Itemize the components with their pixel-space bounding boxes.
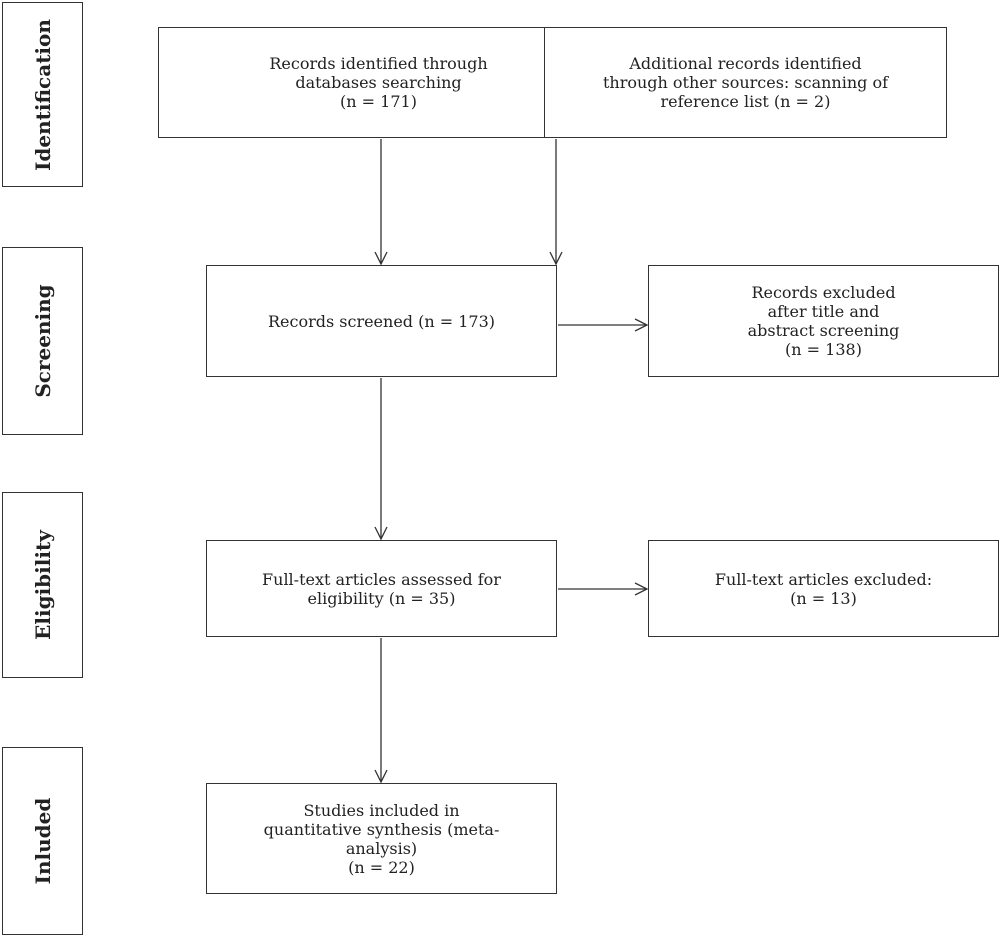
fulltext-excluded-text: Full-text articles excluded: (n = 13) xyxy=(714,569,933,608)
additional-records-text: Additional records identified through ot… xyxy=(602,54,889,111)
records-screened-text: Records screened (n = 173) xyxy=(267,311,496,331)
fulltext-assessed-text: Full-text articles assessed for eligibil… xyxy=(262,569,501,608)
records-screened-box: Records screened (n = 173) xyxy=(206,265,557,377)
arrow-fulltext-to-excluded xyxy=(558,582,649,596)
stage-included: Inluded xyxy=(2,747,83,935)
records-excluded-text: Records excluded after title and abstrac… xyxy=(747,283,900,359)
additional-records-box: Additional records identified through ot… xyxy=(544,27,947,138)
arrow-fulltext-to-included xyxy=(374,638,388,784)
stage-included-label: Inluded xyxy=(30,797,55,885)
arrow-additional-to-screened xyxy=(549,139,563,266)
arrow-screened-to-fulltext xyxy=(374,378,388,541)
studies-included-text: Studies included in quantitative synthes… xyxy=(263,800,500,877)
arrow-identified-to-screened xyxy=(374,139,388,266)
records-identified-box: Records identified through databases sea… xyxy=(158,27,599,138)
stage-screening: Screening xyxy=(2,247,83,435)
fulltext-assessed-box: Full-text articles assessed for eligibil… xyxy=(206,540,557,637)
stage-identification-label: Identification xyxy=(30,18,55,171)
stage-screening-label: Screening xyxy=(30,284,55,398)
stage-eligibility: Eligibility xyxy=(2,492,83,678)
records-identified-text: Records identified through databases sea… xyxy=(269,54,488,111)
records-excluded-box: Records excluded after title and abstrac… xyxy=(648,265,999,377)
stage-eligibility-label: Eligibility xyxy=(30,530,55,640)
stage-identification: Identification xyxy=(2,2,83,187)
arrow-screened-to-excluded xyxy=(558,318,649,332)
studies-included-box: Studies included in quantitative synthes… xyxy=(206,783,557,894)
fulltext-excluded-box: Full-text articles excluded: (n = 13) xyxy=(648,540,999,637)
